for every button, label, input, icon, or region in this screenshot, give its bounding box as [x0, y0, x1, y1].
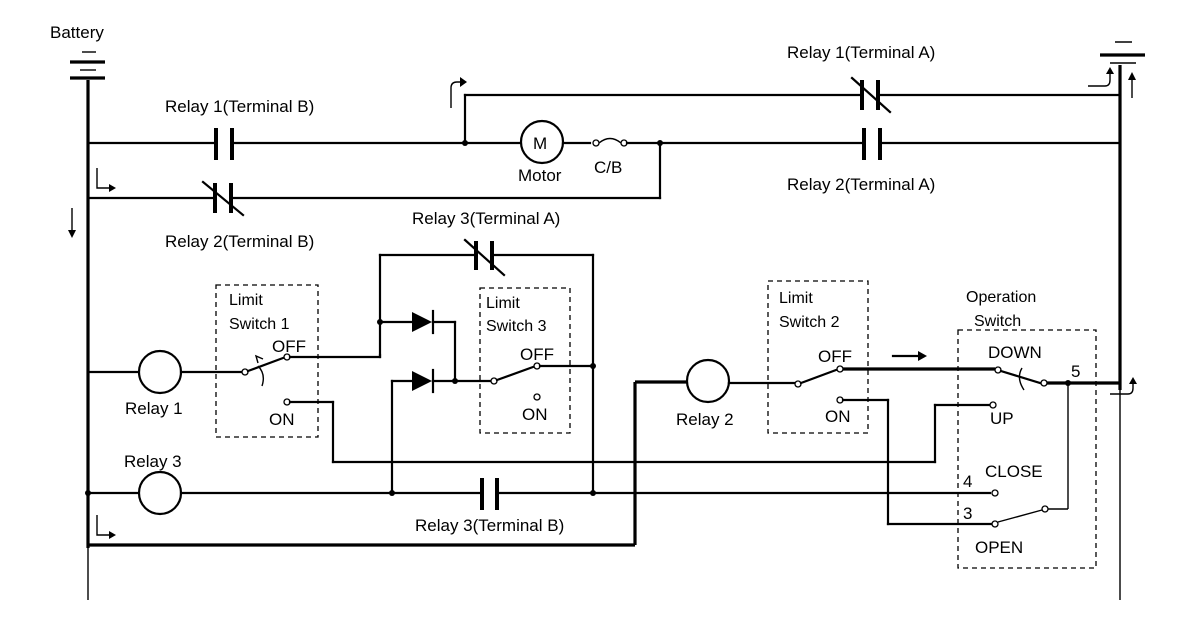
operation-switch-up-label: UP [990, 409, 1014, 428]
relay1-terminal-a-contact [850, 76, 892, 114]
limit-switch-1-off-label: OFF [272, 337, 306, 356]
operation-switch-close-label: CLOSE [985, 462, 1043, 481]
relay3-terminal-a-contact [463, 238, 506, 277]
current-arrow-ground-right [1088, 67, 1114, 87]
battery-label: Battery [50, 23, 104, 42]
ground-symbol [1100, 41, 1145, 64]
diode-2 [412, 368, 435, 394]
relay3-label: Relay 3 [124, 452, 182, 471]
limit-switch-3-label-line1: Limit [486, 295, 520, 312]
limit-switch-3-off-label: OFF [520, 345, 554, 364]
limit-switch-1-label-line1: Limit [229, 292, 263, 309]
relay3-coil [137, 470, 183, 516]
motor-symbol-label: M [533, 134, 547, 153]
operation-switch [989, 366, 1049, 528]
limit-switch-2-box [767, 280, 869, 434]
limit-switch-2 [794, 365, 844, 404]
relay2-label: Relay 2 [676, 410, 734, 429]
current-arrow-ground-up [1128, 72, 1136, 98]
limit-switch-3 [490, 362, 541, 401]
relay1-terminal-a-label: Relay 1(Terminal A) [787, 43, 935, 62]
relay2-terminal-a-contact [862, 128, 882, 160]
relay1-coil [137, 349, 183, 395]
current-arrow-right-rail [1110, 377, 1137, 395]
circuit-breaker-symbol [592, 137, 628, 147]
flow-arrow-right [891, 351, 927, 361]
limit-switch-1-box [215, 284, 319, 438]
terminal-5-label: 5 [1071, 362, 1080, 381]
relay2-terminal-b-label: Relay 2(Terminal B) [165, 232, 314, 251]
current-arrow-left-1 [96, 168, 116, 192]
terminal-3-label: 3 [963, 504, 972, 523]
limit-switch-1-on-label: ON [269, 410, 295, 429]
motor-label: Motor [518, 166, 562, 185]
limit-switch-2-off-label: OFF [818, 347, 852, 366]
relay1-terminal-b-label: Relay 1(Terminal B) [165, 97, 314, 116]
relay2-terminal-a-label: Relay 2(Terminal A) [787, 175, 935, 194]
limit-switch-3-label-line2: Switch 3 [486, 318, 547, 335]
current-arrow-top-center [450, 77, 467, 108]
battery-symbol [70, 51, 105, 80]
operation-switch-box [957, 329, 1097, 569]
relay3-terminal-b-contact [480, 478, 499, 510]
relay2-coil [685, 358, 731, 404]
limit-switch-1 [241, 353, 291, 406]
operation-switch-label-line1: Operation [966, 289, 1036, 306]
relay1-terminal-b-contact [214, 128, 234, 160]
current-arrow-left-2 [96, 515, 116, 539]
limit-switch-3-box [479, 287, 571, 434]
limit-switch-2-label-line2: Switch 2 [779, 314, 840, 331]
diode-1 [412, 309, 435, 335]
relay2-terminal-b-contact [201, 180, 245, 217]
terminal-4-label: 4 [963, 472, 972, 491]
relay1-label: Relay 1 [125, 399, 183, 418]
operation-switch-label-line2: Switch [974, 313, 1021, 330]
limit-switch-1-label-line2: Switch 1 [229, 316, 290, 333]
operation-switch-open-label: OPEN [975, 538, 1023, 557]
relay3-terminal-a-label: Relay 3(Terminal A) [412, 209, 560, 228]
limit-switch-3-on-label: ON [522, 405, 548, 424]
relay3-terminal-b-label: Relay 3(Terminal B) [415, 516, 564, 535]
operation-switch-down-label: DOWN [988, 343, 1042, 362]
circuit-breaker-label: C/B [594, 158, 622, 177]
limit-switch-2-on-label: ON [825, 407, 851, 426]
limit-switch-2-label-line1: Limit [779, 290, 813, 307]
current-arrow-left-down [68, 208, 76, 238]
